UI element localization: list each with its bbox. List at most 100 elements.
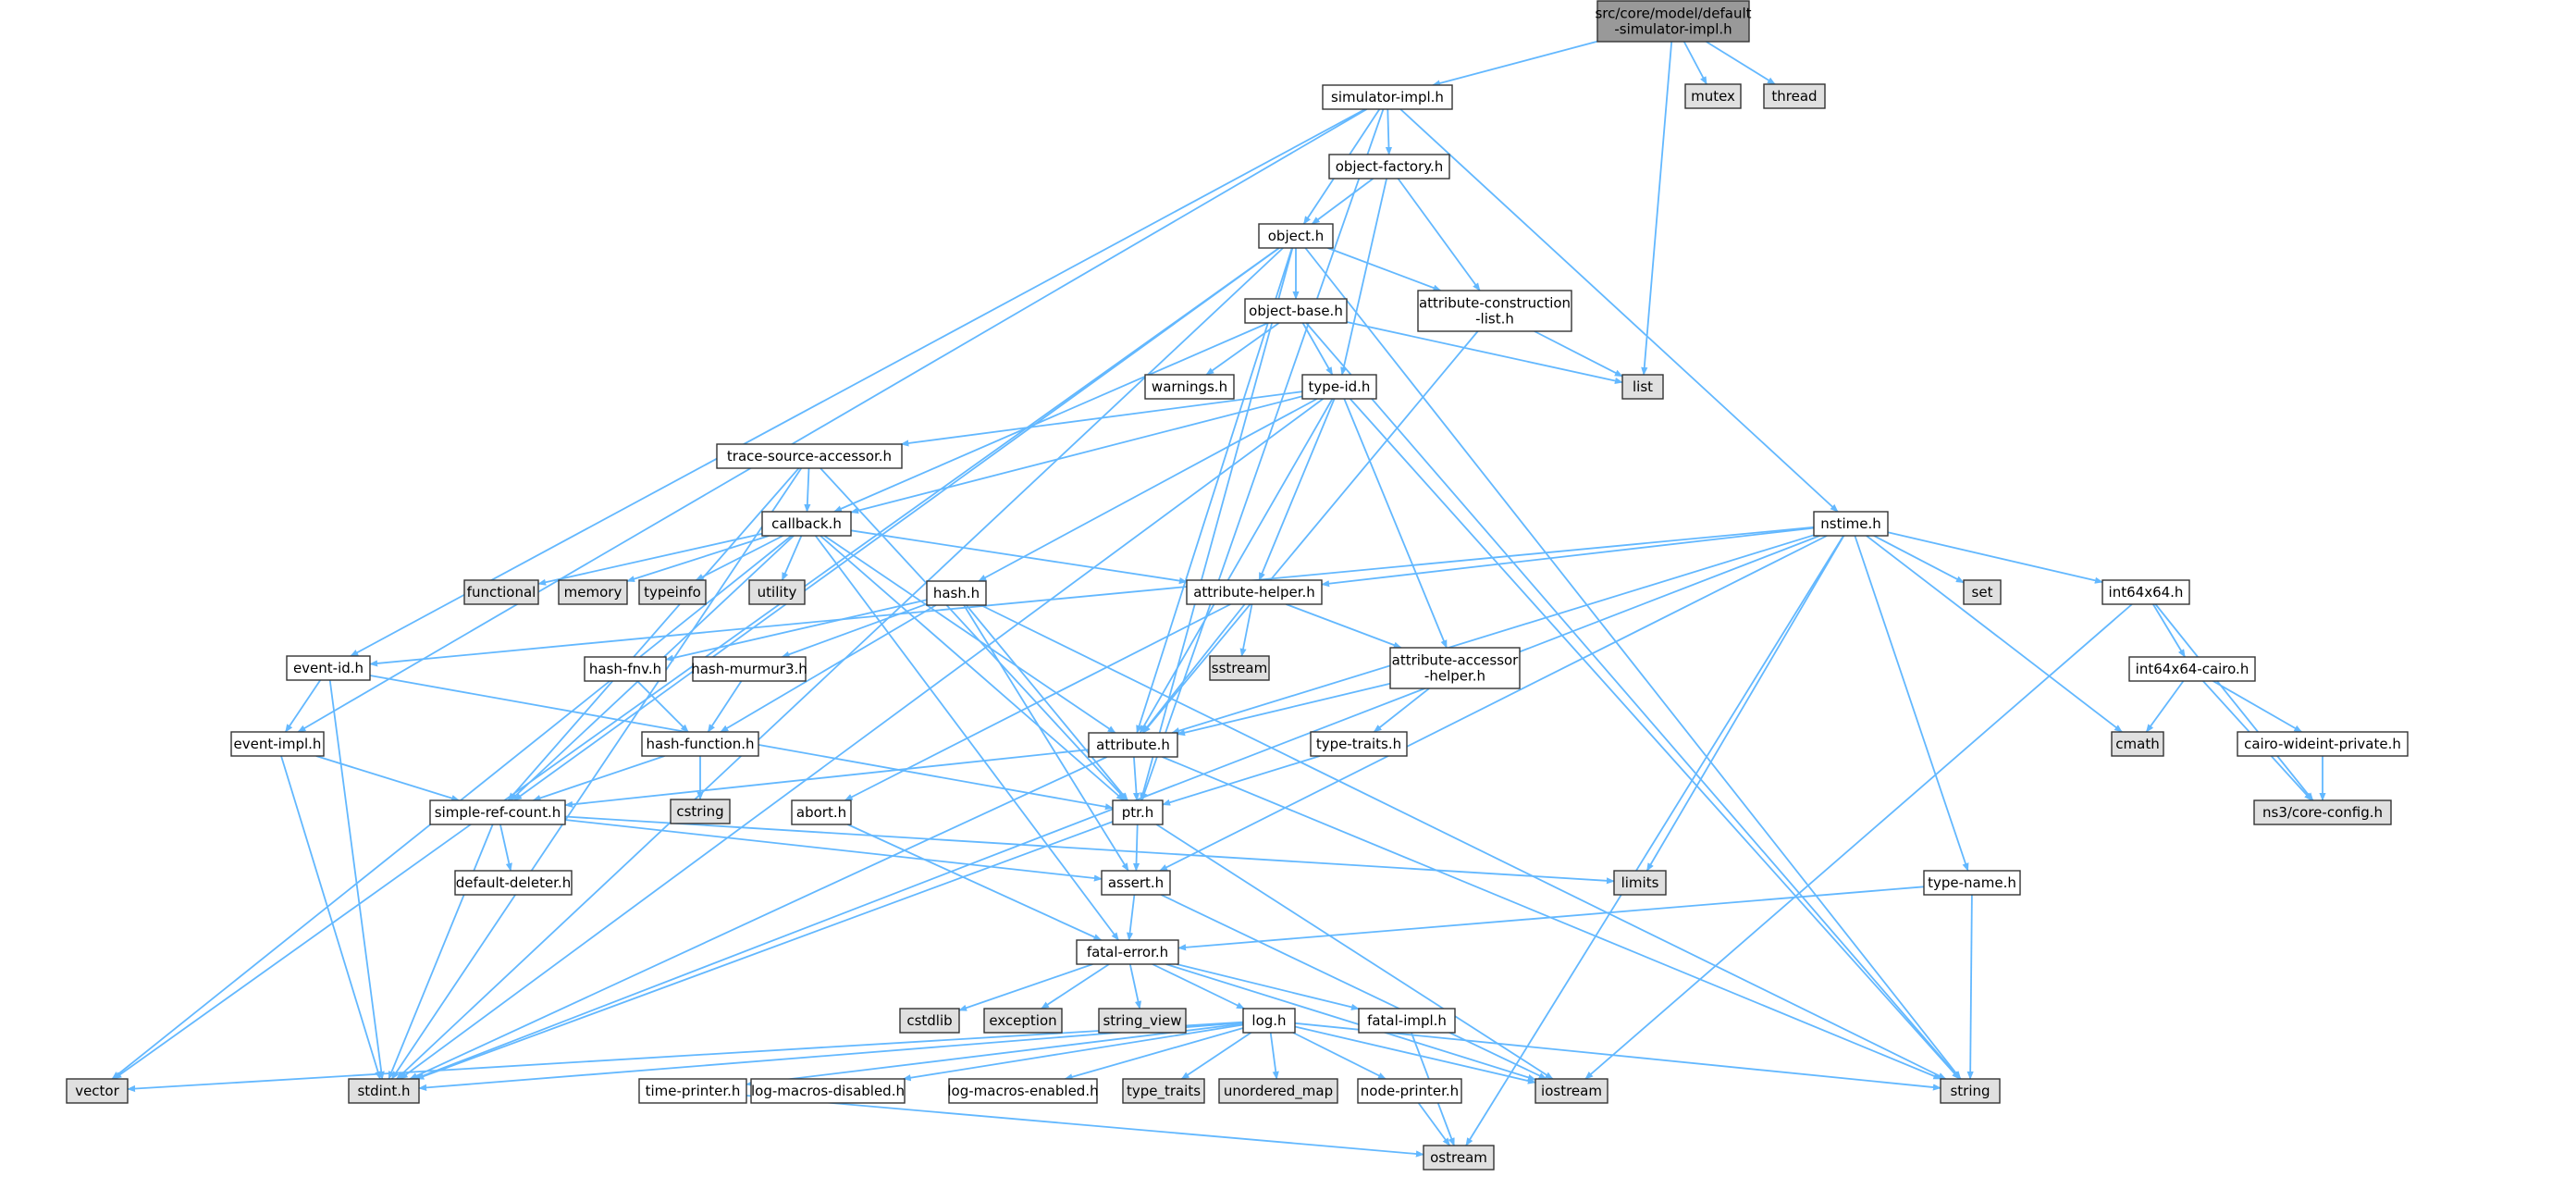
edge-simple-ref-count-to-limits bbox=[564, 815, 1615, 885]
node-box bbox=[1357, 1078, 1462, 1104]
edge-nstime-to-attribute bbox=[1171, 534, 1815, 735]
node-box bbox=[1389, 647, 1521, 689]
edge-event-impl-to-simple-ref-count bbox=[315, 755, 461, 802]
node-log[interactable]: log.h bbox=[1242, 1008, 1296, 1034]
edge-type-id-to-hash bbox=[978, 398, 1318, 582]
edge-hash-fnv-to-hash-function bbox=[636, 680, 689, 733]
node-label: type_traits bbox=[1127, 1083, 1201, 1100]
edge-object-base-to-string bbox=[1305, 322, 1961, 1080]
edge-object-to-simple-ref-count bbox=[513, 247, 1280, 801]
node-box bbox=[1088, 732, 1178, 758]
edge-log-to-node-printer bbox=[1292, 1032, 1387, 1080]
node-fatal-impl[interactable]: fatal-impl.h bbox=[1358, 1008, 1456, 1034]
edge-root-to-list bbox=[1641, 41, 1673, 376]
node-memory: memory bbox=[558, 579, 628, 605]
node-trace-source-accessor[interactable]: trace-source-accessor.h bbox=[716, 443, 903, 469]
dependency-edges bbox=[111, 40, 2326, 1158]
node-object[interactable]: object.h bbox=[1258, 223, 1334, 249]
node-time-printer[interactable]: time-printer.h bbox=[638, 1078, 747, 1104]
node-label: attribute-helper.h bbox=[1193, 584, 1315, 601]
node-default-deleter[interactable]: default-deleter.h bbox=[454, 870, 573, 896]
node-attribute[interactable]: attribute.h bbox=[1088, 732, 1178, 758]
node-box bbox=[2253, 799, 2392, 825]
edge-attribute-construction-list-to-attribute bbox=[1142, 330, 1479, 734]
node-box bbox=[1209, 655, 1270, 681]
node-stdint: stdint.h bbox=[348, 1078, 420, 1104]
node-type_traits: type_traits bbox=[1122, 1078, 1205, 1104]
node-label: cmath bbox=[2115, 736, 2159, 752]
node-log-macros-disabled[interactable]: log-macros-disabled.h bbox=[750, 1078, 906, 1104]
edge-simulator-impl-to-ptr bbox=[1140, 108, 1385, 801]
node-type-id[interactable]: type-id.h bbox=[1301, 374, 1377, 400]
edge-event-impl-to-stdint bbox=[280, 755, 382, 1080]
node-type-name[interactable]: type-name.h bbox=[1923, 870, 2021, 896]
node-label: functional bbox=[467, 584, 536, 601]
edge-type-id-to-trace-source-accessor bbox=[900, 390, 1303, 447]
node-label: cstring bbox=[676, 803, 723, 820]
node-event-impl[interactable]: event-impl.h bbox=[230, 731, 325, 757]
node-warnings[interactable]: warnings.h bbox=[1144, 374, 1235, 400]
node-box bbox=[348, 1078, 420, 1104]
node-label: memory bbox=[564, 584, 622, 601]
node-hash-murmur3[interactable]: hash-murmur3.h bbox=[691, 656, 807, 682]
node-box bbox=[670, 799, 731, 824]
node-label: attribute-construction bbox=[1419, 295, 1571, 312]
node-label: simulator-impl.h bbox=[1331, 89, 1444, 105]
edge-attribute-to-simple-ref-count bbox=[564, 749, 1090, 808]
node-object-factory[interactable]: object-factory.h bbox=[1328, 154, 1450, 180]
node-attribute-construction-list[interactable]: attribute-construction-list.h bbox=[1417, 290, 1572, 332]
edge-nstime-to-type-name bbox=[1854, 535, 1969, 872]
node-object-base[interactable]: object-base.h bbox=[1244, 298, 1348, 324]
node-label: fatal-error.h bbox=[1087, 944, 1168, 960]
edge-int64x64-to-int64x64-cairo bbox=[2152, 603, 2186, 658]
node-box bbox=[983, 1008, 1063, 1034]
node-int64x64-cairo[interactable]: int64x64-cairo.h bbox=[2128, 656, 2256, 682]
edge-simulator-impl-to-object-factory bbox=[1385, 108, 1393, 155]
edge-type-id-to-string bbox=[1350, 398, 1960, 1080]
node-hash-fnv[interactable]: hash-fnv.h bbox=[584, 656, 667, 682]
node-abort[interactable]: abort.h bbox=[791, 799, 852, 825]
node-attribute-accessor-helper[interactable]: attribute-accessor-helper.h bbox=[1389, 647, 1521, 689]
edge-int64x64-to-core-config bbox=[2154, 603, 2314, 801]
edge-callback-to-utility bbox=[781, 535, 803, 581]
node-simulator-impl[interactable]: simulator-impl.h bbox=[1322, 84, 1453, 110]
node-type-traits[interactable]: type-traits.h bbox=[1310, 731, 1408, 757]
node-ostream: ostream bbox=[1423, 1145, 1495, 1171]
node-box bbox=[1940, 1078, 2001, 1104]
node-label: node-printer.h bbox=[1361, 1083, 1459, 1099]
node-label: trace-source-accessor.h bbox=[727, 448, 892, 465]
node-ptr[interactable]: ptr.h bbox=[1112, 799, 1164, 825]
edge-log-to-unordered_map bbox=[1269, 1032, 1279, 1080]
node-nstime[interactable]: nstime.h bbox=[1813, 511, 1889, 537]
edge-hash-to-string bbox=[980, 604, 1947, 1080]
edge-object-base-to-type-id bbox=[1301, 322, 1334, 376]
node-hash-function[interactable]: hash-function.h bbox=[641, 731, 759, 757]
node-label: attribute-accessor bbox=[1392, 652, 1520, 669]
edge-object-to-attribute-construction-list bbox=[1327, 247, 1442, 291]
node-label: type-id.h bbox=[1309, 378, 1371, 395]
node-attribute-helper[interactable]: attribute-helper.h bbox=[1186, 579, 1323, 605]
node-int64x64[interactable]: int64x64.h bbox=[2101, 579, 2190, 605]
node-event-id[interactable]: event-id.h bbox=[286, 655, 371, 681]
node-node-printer[interactable]: node-printer.h bbox=[1357, 1078, 1462, 1104]
node-box bbox=[899, 1008, 960, 1034]
node-fatal-error[interactable]: fatal-error.h bbox=[1076, 939, 1179, 965]
edge-nstime-to-limits bbox=[1645, 535, 1845, 872]
node-label: int64x64.h bbox=[2109, 584, 2184, 601]
node-label: string_view bbox=[1103, 1012, 1181, 1030]
node-box bbox=[429, 799, 566, 825]
node-cairo-wideint-private[interactable]: cairo-wideint-private.h bbox=[2237, 731, 2409, 757]
edge-log-to-type_traits bbox=[1180, 1032, 1251, 1080]
edge-object-base-to-warnings bbox=[1205, 322, 1280, 376]
node-hash[interactable]: hash.h bbox=[926, 580, 987, 606]
edge-assert-to-fatal-error bbox=[1126, 894, 1136, 941]
node-simple-ref-count[interactable]: simple-ref-count.h bbox=[429, 799, 566, 825]
node-sstream: sstream bbox=[1209, 655, 1270, 681]
node-callback[interactable]: callback.h bbox=[761, 511, 852, 537]
node-log-macros-enabled[interactable]: log-macros-enabled.h bbox=[947, 1078, 1099, 1104]
edge-log-to-vector bbox=[127, 1021, 1244, 1093]
edge-simulator-impl-to-event-impl bbox=[297, 108, 1368, 733]
edge-root-to-mutex bbox=[1682, 41, 1707, 85]
node-box bbox=[641, 731, 759, 757]
node-assert[interactable]: assert.h bbox=[1101, 870, 1171, 896]
